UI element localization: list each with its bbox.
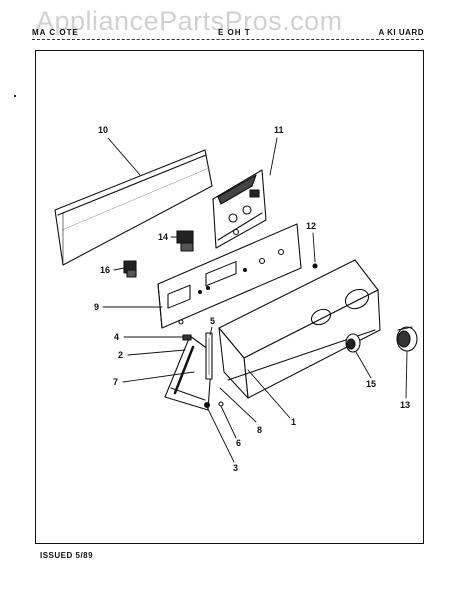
header-rule (32, 39, 424, 40)
callout-4: 4 (114, 332, 119, 342)
callout-12: 12 (306, 221, 316, 231)
part-16-small-switch (123, 260, 137, 278)
part-5-bracket (205, 332, 213, 380)
part-15-small-knob (345, 333, 361, 353)
callout-7: 7 (113, 377, 118, 387)
part-12-screw (312, 263, 318, 269)
diagram-frame (35, 50, 424, 544)
margin-dot (14, 95, 16, 97)
callout-6: 6 (236, 438, 241, 448)
page-header: MA C OTE E OH T A KI UARD (32, 22, 424, 42)
callout-13: 13 (400, 400, 410, 410)
callout-9: 9 (94, 302, 99, 312)
callout-16: 16 (100, 265, 110, 275)
leader-lines (102, 137, 408, 463)
callout-2: 2 (118, 350, 123, 360)
part-1-console-housing (218, 259, 381, 399)
callout-15: 15 (366, 379, 376, 389)
watermark-text: AppliancePartsPros.com (36, 6, 343, 36)
part-4-clip (182, 334, 192, 341)
part-13-large-knob (396, 326, 418, 352)
callout-8: 8 (257, 425, 262, 435)
callout-5: 5 (210, 316, 215, 326)
part-14-switch (170, 230, 194, 252)
callout-3: 3 (233, 463, 238, 473)
callout-11: 11 (274, 125, 284, 135)
header-page-label: E OH T (218, 28, 251, 37)
part-9-control-panel (157, 223, 302, 329)
header-section-label: A KI UARD (378, 28, 424, 37)
part-10-top-panel (54, 149, 213, 266)
callout-1: 1 (291, 417, 296, 427)
header-model-label: MA C OTE (32, 28, 79, 37)
callout-10: 10 (98, 125, 108, 135)
issued-date: ISSUED 5/89 (40, 551, 94, 560)
part-6-screw (218, 401, 224, 407)
part-11-control-board (212, 169, 267, 249)
callout-14: 14 (158, 232, 168, 242)
